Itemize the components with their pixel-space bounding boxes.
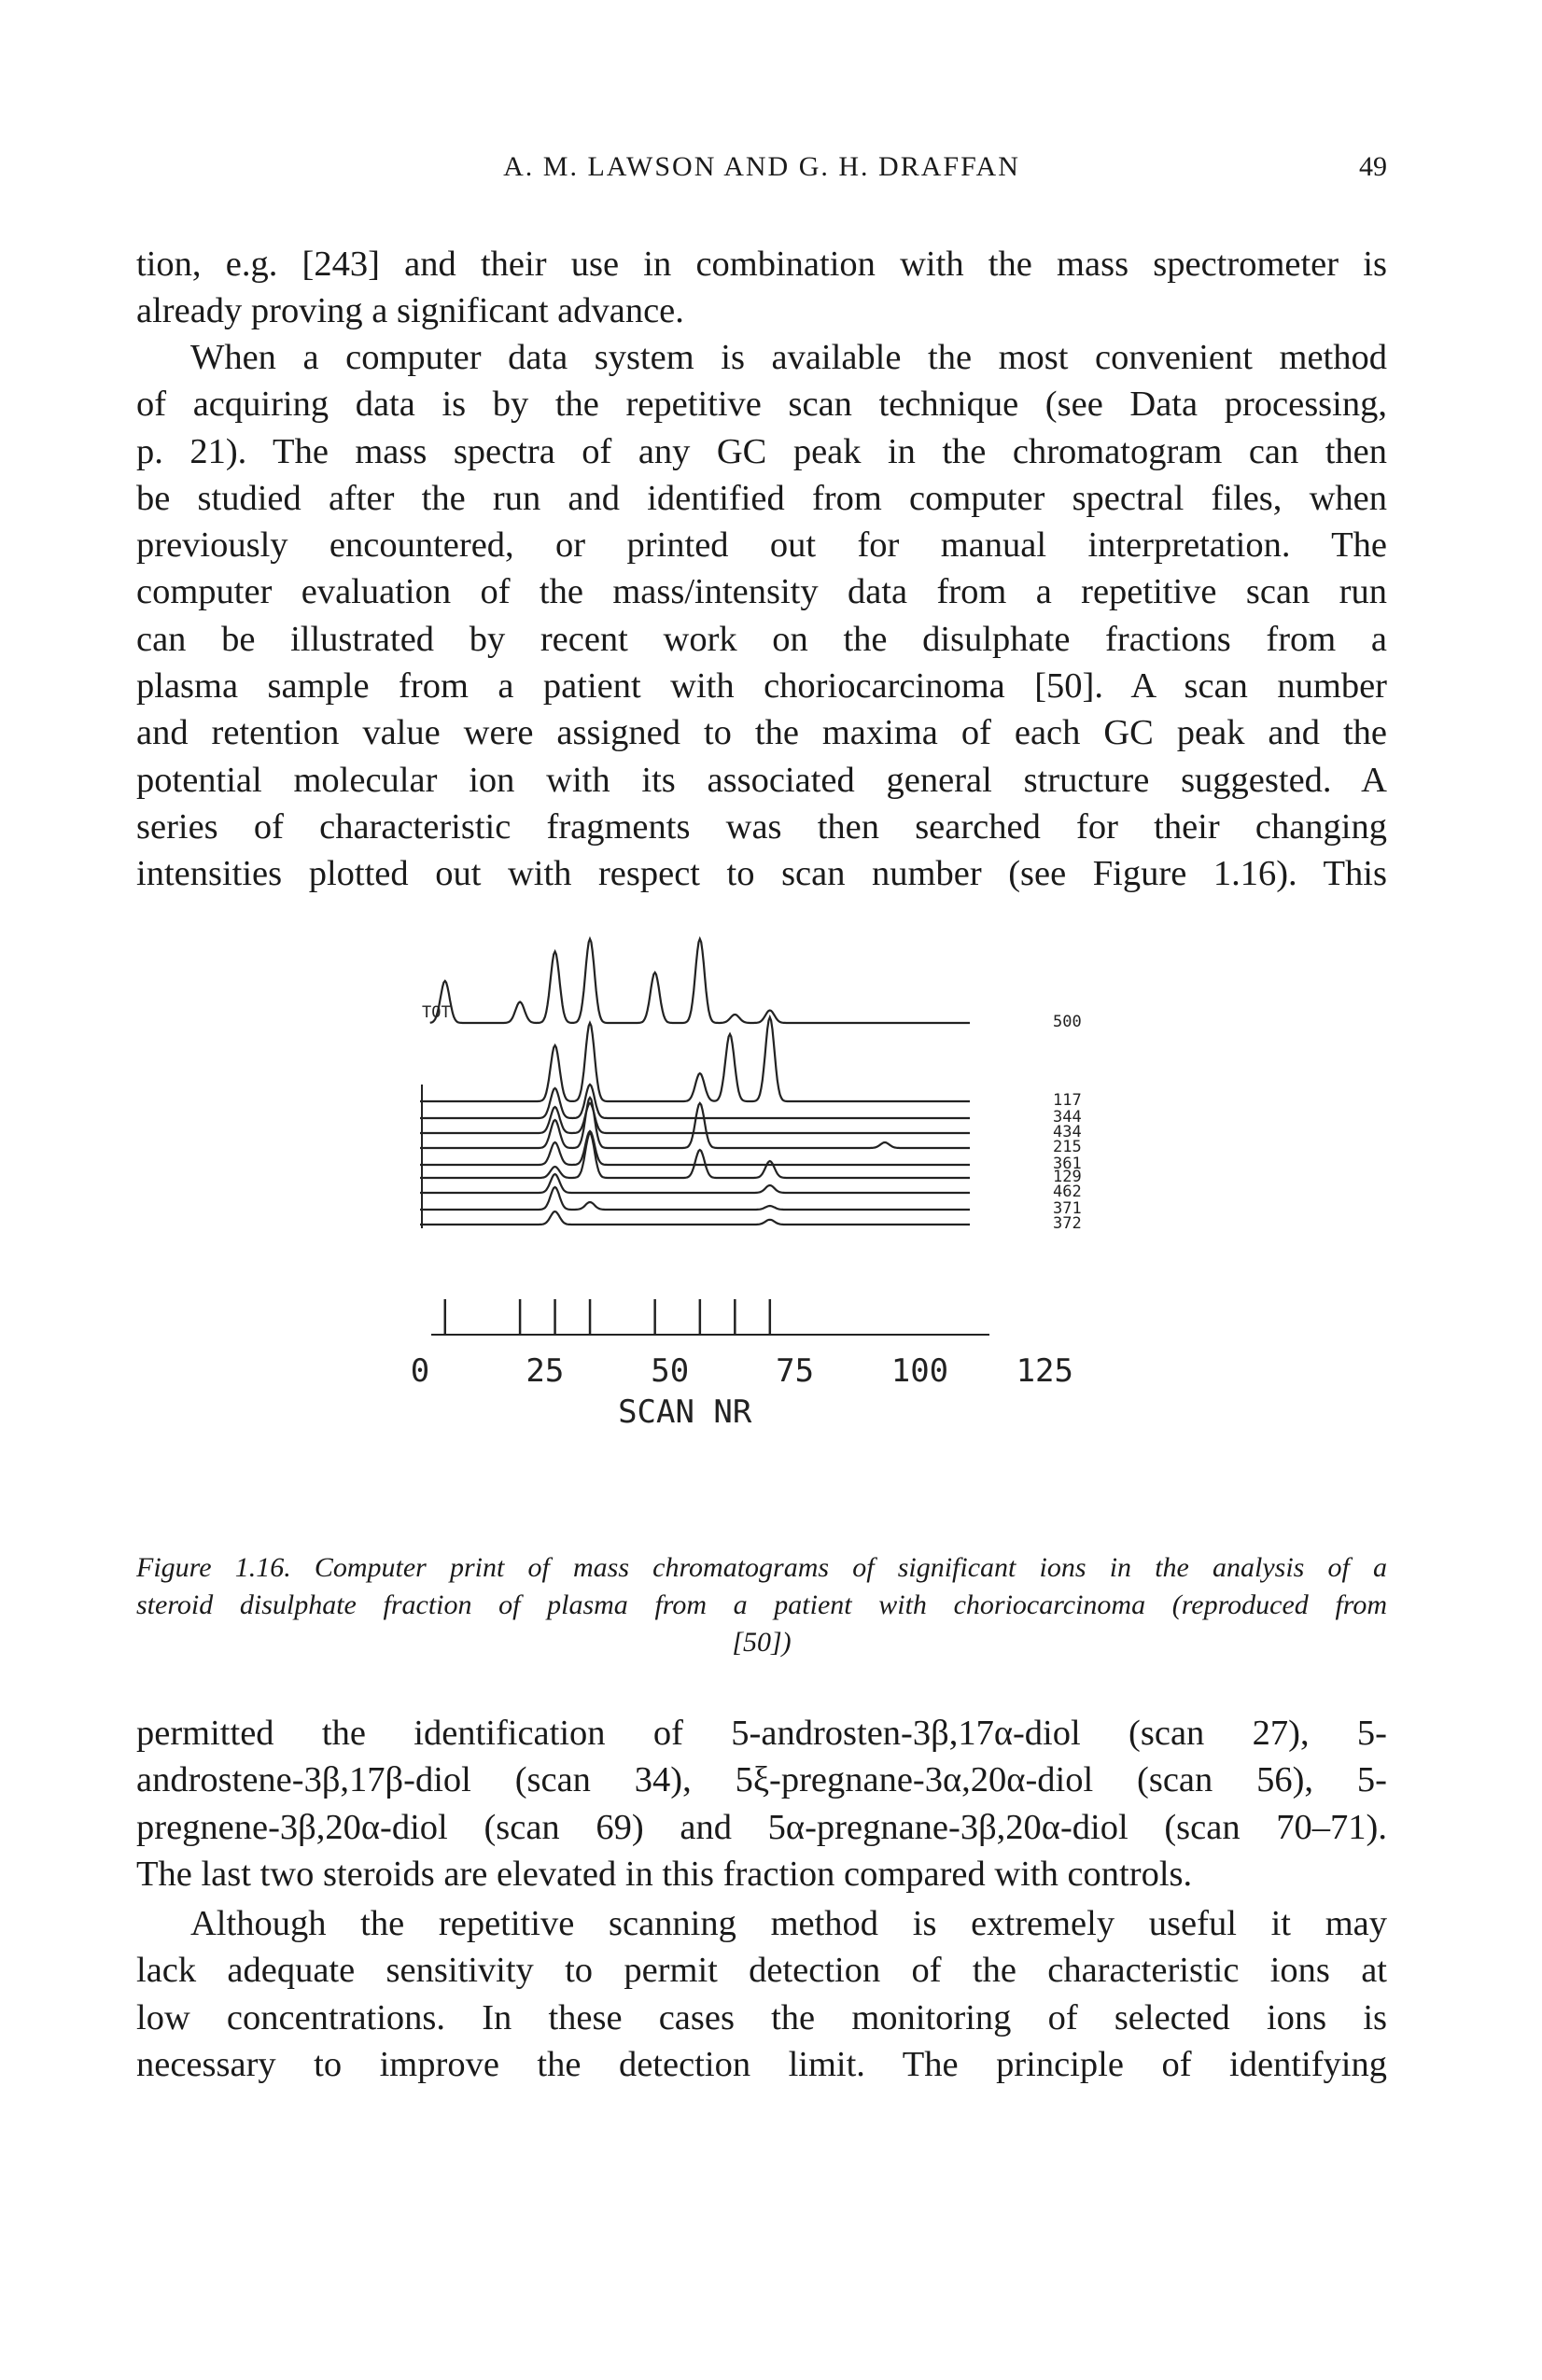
x-tick-label: 75 [776, 1352, 814, 1390]
trace-TOT [429, 936, 970, 1025]
text-line: permitted the identification of 5-andros… [136, 1714, 1387, 1753]
text-line: lack adequate sensitivity to permit dete… [136, 1951, 1387, 1991]
paragraph-3: permitted the identification of 5-andros… [136, 1710, 1387, 1897]
text-line: and retention value were assigned to the… [136, 713, 1387, 753]
paragraph-2: When a computer data system is available… [136, 334, 1387, 898]
text-line: be studied after the run and identified … [136, 478, 1387, 518]
text-line: pregnene-3β,20α-diol (scan 69) and 5α-pr… [136, 1807, 1387, 1847]
x-axis-label: SCAN NR [618, 1393, 752, 1431]
text-line: plasma sample from a patient with chorio… [136, 666, 1387, 707]
text-line: can be illustrated by recent work on the… [136, 619, 1387, 659]
trace-215 [420, 1096, 970, 1150]
ion-label-215: 215 [1053, 1138, 1082, 1156]
figure-caption: Figure 1.16. Computer print of mass chro… [136, 1549, 1387, 1661]
ion-label-117: 117 [1053, 1091, 1082, 1110]
text-line: of acquiring data is by the repetitive s… [136, 385, 1387, 425]
ion-label-372: 372 [1053, 1214, 1082, 1233]
paragraph-4: Although the repetitive scanning method … [136, 1900, 1387, 2088]
x-tick-label: 25 [526, 1352, 564, 1390]
text-line: series of characteristic fragments was t… [136, 806, 1387, 847]
tot-label: TOT [422, 1003, 451, 1022]
x-tick-label: 0 [411, 1352, 429, 1390]
text-line: already proving a significant advance. [136, 291, 684, 331]
trace-117 [420, 1014, 970, 1103]
trace-372 [420, 1210, 970, 1226]
ion-label-462: 462 [1053, 1183, 1082, 1201]
ion-label-129: 129 [1053, 1168, 1082, 1186]
caption-line: Figure 1.16. Computer print of mass chro… [136, 1552, 1387, 1583]
caption-line: steroid disulphate fraction of plasma fr… [136, 1589, 1387, 1620]
text-line: The last two steroids are elevated in th… [136, 1854, 1193, 1894]
text-line: tion, e.g. [243] and their use in combin… [136, 245, 1387, 284]
ion-label-361: 361 [1053, 1155, 1082, 1173]
paragraph-1: tion, e.g. [243] and their use in combin… [136, 241, 1387, 335]
text-line: potential molecular ion with its associa… [136, 760, 1387, 800]
text-line: previously encountered, or printed out f… [136, 525, 1387, 566]
page-header: A. M. LAWSON AND G. H. DRAFFAN 49 [136, 151, 1387, 196]
trace-462 [420, 1172, 970, 1195]
text-line: androstene-3β,17β-diol (scan 34), 5ξ-pre… [136, 1760, 1387, 1800]
text-line: When a computer data system is available… [190, 338, 1387, 377]
tot-value-label: 500 [1053, 1013, 1082, 1031]
caption-line: [50]) [732, 1627, 792, 1658]
trace-129 [420, 1131, 970, 1180]
ion-label-344: 344 [1053, 1108, 1082, 1127]
ion-label-434: 434 [1053, 1123, 1082, 1141]
x-tick-label: 50 [651, 1352, 689, 1390]
text-line: necessary to improve the detection limit… [136, 2044, 1387, 2084]
text-line: intensities plotted out with respect to … [136, 854, 1387, 894]
ion-label-371: 371 [1053, 1199, 1082, 1218]
text-line: Although the repetitive scanning method … [190, 1904, 1387, 1943]
x-tick-label: 100 [891, 1352, 948, 1390]
running-head: A. M. LAWSON AND G. H. DRAFFAN [503, 151, 1020, 182]
text-line: computer evaluation of the mass/intensit… [136, 572, 1387, 612]
page-number: 49 [1359, 151, 1387, 182]
trace-434 [420, 1101, 970, 1135]
text-line: p. 21). The mass spectra of any GC peak … [136, 431, 1387, 471]
text-line: low concentrations. In these cases the m… [136, 1997, 1387, 2037]
trace-371 [420, 1185, 970, 1211]
x-tick-label: 125 [1016, 1352, 1073, 1390]
